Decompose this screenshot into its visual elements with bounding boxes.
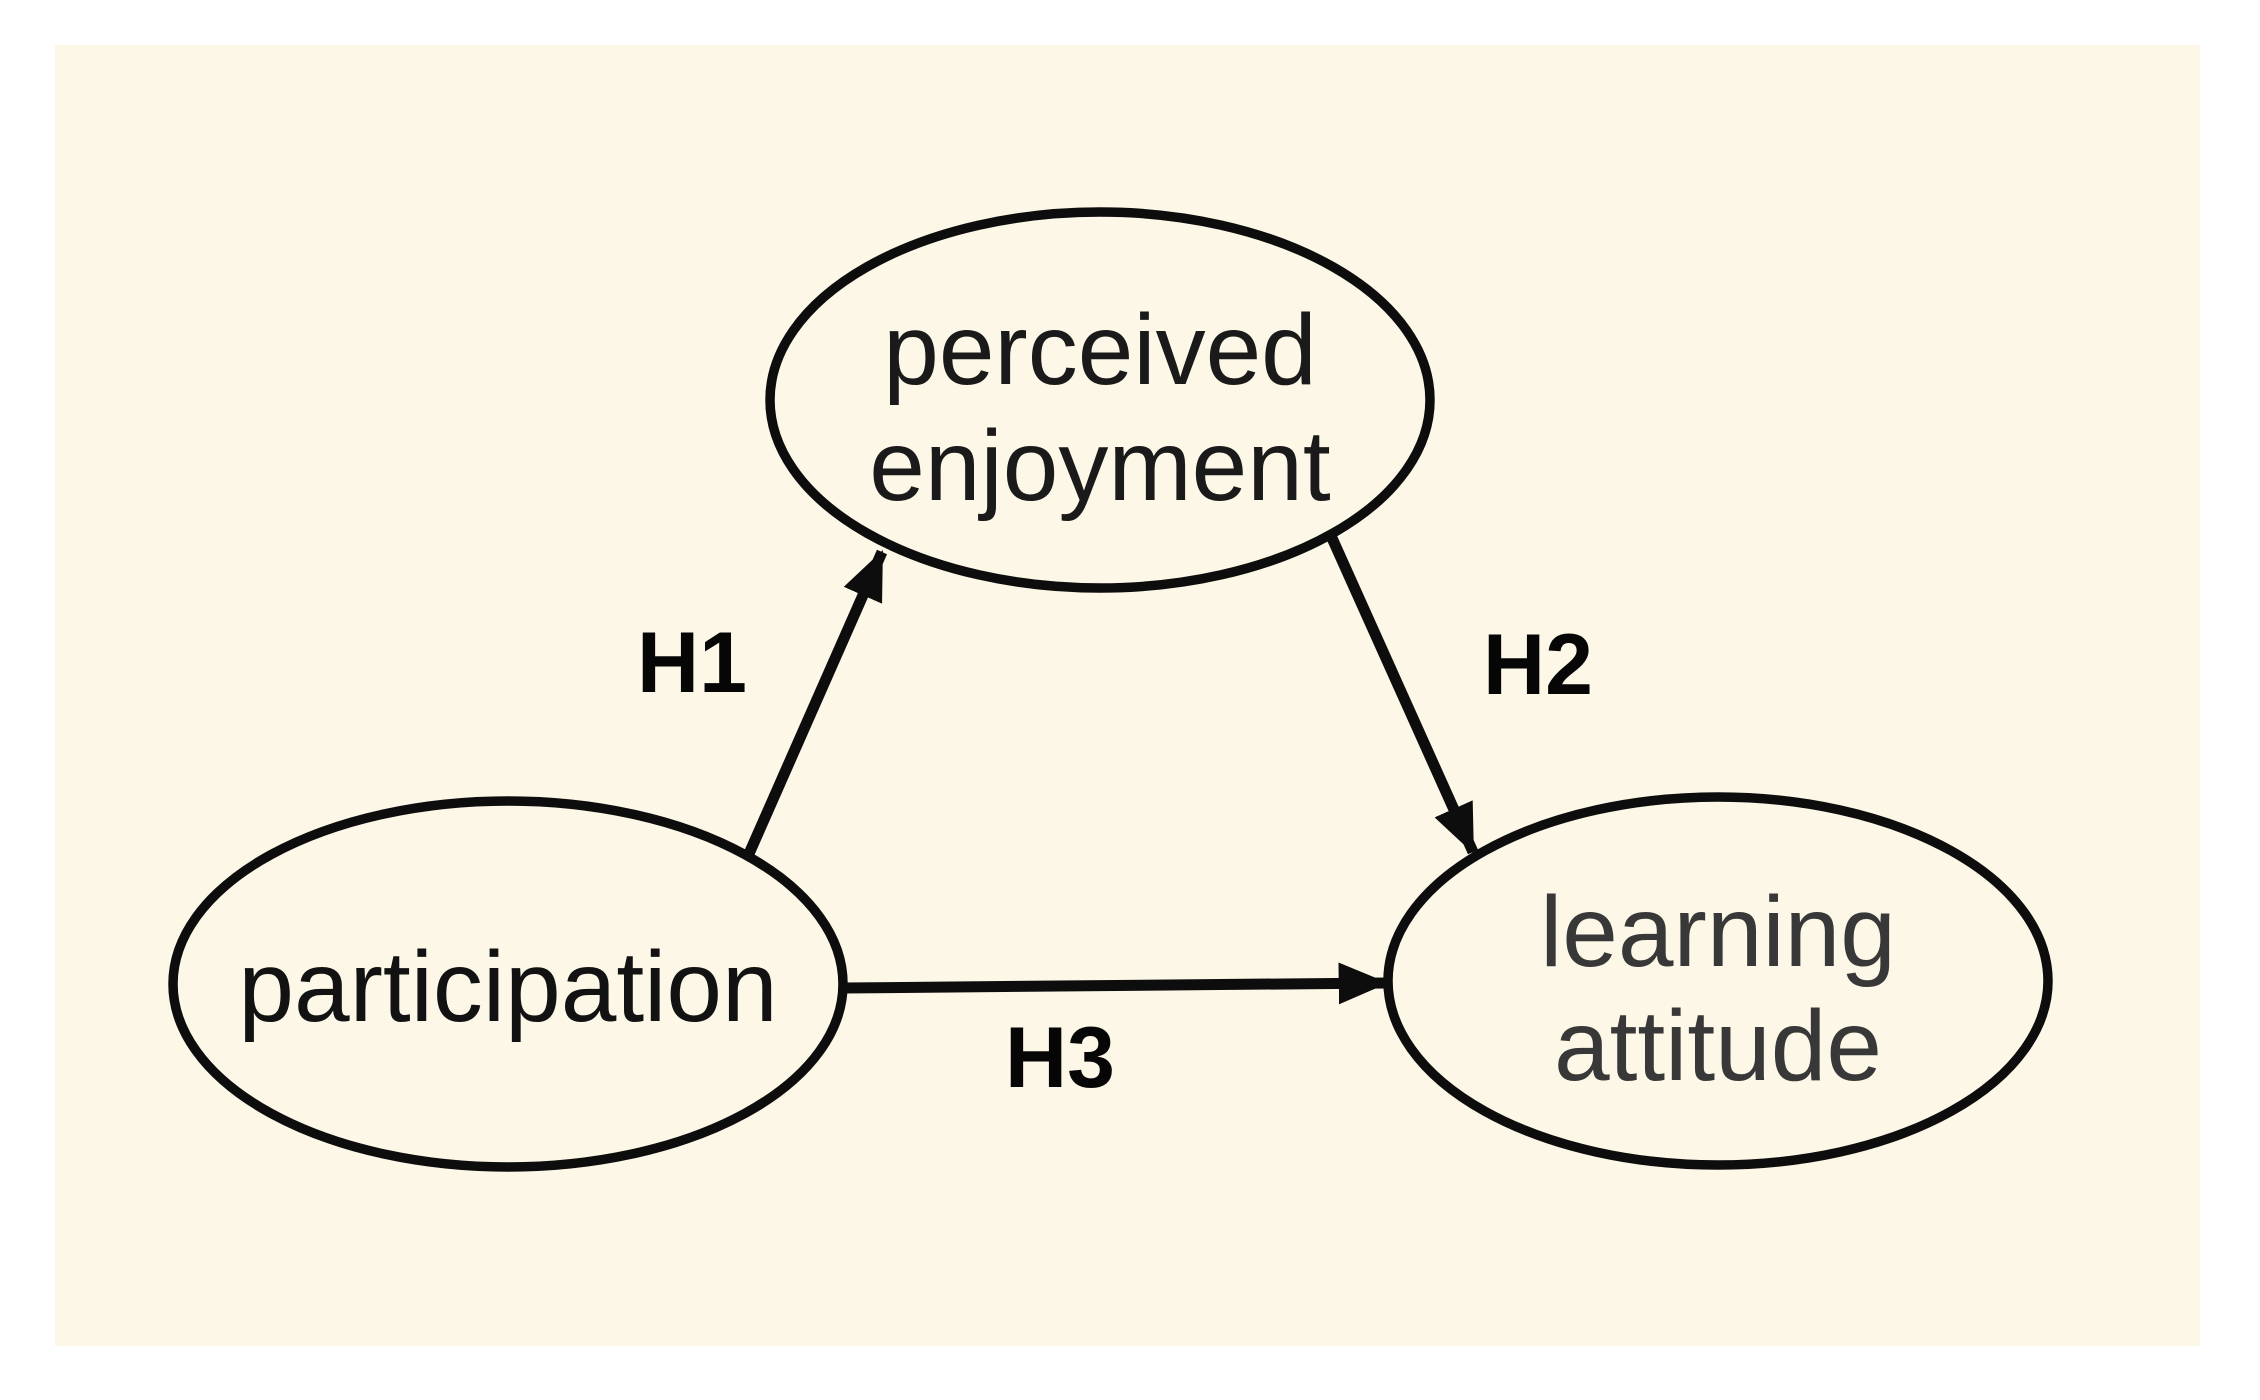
node-learning-attitude-label-line2: attitude xyxy=(1554,990,1882,1102)
node-learning-attitude-shape xyxy=(1383,792,2053,1170)
edge-h2-label: H2 xyxy=(1483,617,1593,713)
edge-h1-label: H1 xyxy=(637,615,747,711)
node-learning-attitude-label-line1: learning xyxy=(1540,876,1896,988)
edge-h3-arrow xyxy=(842,962,1389,1005)
node-participation-shape xyxy=(168,796,848,1172)
node-perceived-enjoyment: perceived enjoyment xyxy=(765,207,1435,593)
node-perceived-enjoyment-label-line2: enjoyment xyxy=(869,410,1331,522)
edge-h1: H1 xyxy=(637,549,888,859)
node-perceived-enjoyment-label-line1: perceived xyxy=(883,294,1317,406)
diagram-panel xyxy=(55,45,2200,1346)
node-perceived-enjoyment-shape xyxy=(765,207,1435,593)
edge-h3-label: H3 xyxy=(1005,1010,1115,1106)
edge-h1-arrow xyxy=(742,549,888,859)
node-learning-attitude: learning attitude xyxy=(1383,792,2053,1170)
edge-h3: H3 xyxy=(842,962,1389,1106)
edge-h2: H2 xyxy=(1326,535,1593,855)
node-participation: participation xyxy=(168,796,848,1172)
node-participation-label: participation xyxy=(238,931,777,1043)
edge-h2-arrow xyxy=(1326,535,1479,855)
